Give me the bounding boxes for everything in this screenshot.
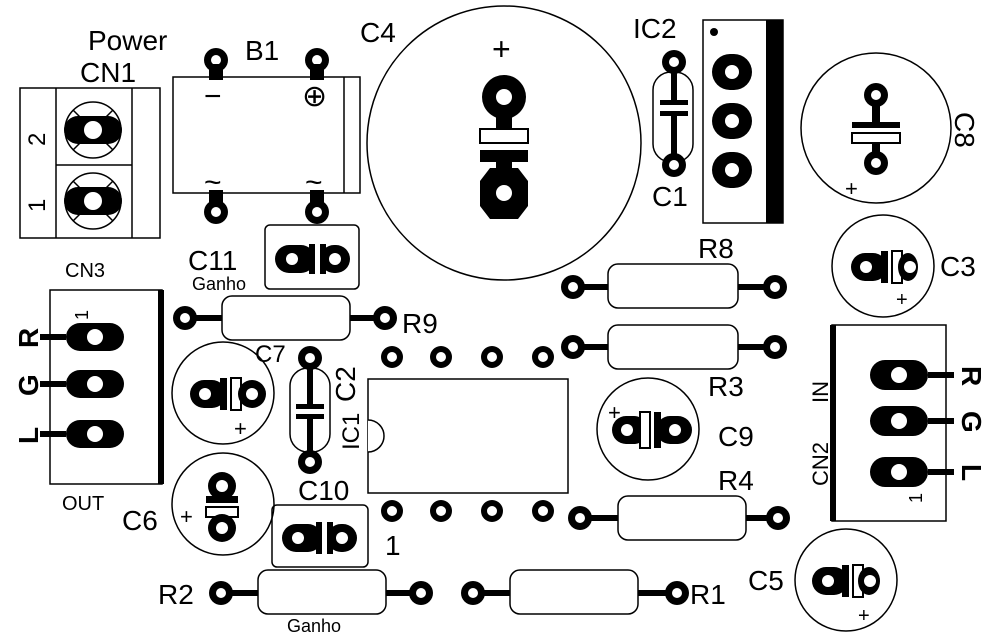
- c6-label: C6: [122, 505, 158, 536]
- r4-resistor: [568, 495, 790, 541]
- c7-electrolytic-capacitor: [171, 341, 275, 445]
- c3-electrolytic-capacitor: [831, 214, 935, 318]
- cn1-pin2-label: 2: [24, 133, 51, 146]
- c2-label: C2: [330, 366, 361, 402]
- ic1-dip8-chip: [367, 346, 569, 522]
- b1-minus-label: −: [204, 80, 222, 113]
- c2-ceramic-capacitor: [289, 346, 331, 474]
- ic2-voltage-regulator: [702, 19, 784, 224]
- ganho-bottom-label: Ganho: [287, 616, 341, 636]
- ic2-label: IC2: [633, 13, 677, 44]
- c8-label: C8: [949, 112, 980, 148]
- c7-label: C7: [255, 341, 286, 368]
- r3-resistor: [561, 324, 787, 370]
- b1-label: B1: [245, 35, 279, 66]
- cn2-g-label: G: [956, 411, 987, 433]
- cn3-label: CN3: [65, 260, 105, 282]
- ic1-pin1-label: 1: [385, 530, 401, 561]
- power-label: Power: [88, 25, 167, 56]
- b1-bridge-rectifier: [172, 48, 361, 224]
- c11-label: C11: [188, 245, 237, 276]
- c1-ceramic-capacitor: [652, 50, 694, 177]
- c3-label: C3: [940, 251, 976, 282]
- c4-electrolytic-capacitor: [366, 5, 642, 281]
- c7-plus-label: +: [234, 416, 247, 441]
- c4-label: C4: [360, 17, 396, 48]
- cn3-output-connector: [40, 289, 164, 485]
- cn2-input-connector: [830, 324, 954, 522]
- c3-plus-label: +: [896, 289, 908, 311]
- r8-resistor: [561, 263, 787, 309]
- r8-label: R8: [698, 233, 734, 264]
- cn3-r-label: R: [13, 328, 44, 348]
- cn3-g-label: G: [13, 374, 44, 396]
- c4-plus-label: +: [492, 31, 511, 67]
- cn1-label: CN1: [80, 57, 136, 88]
- r1-resistor: [461, 569, 689, 615]
- c9-label: C9: [718, 421, 754, 452]
- cn2-in-label: IN: [808, 381, 833, 403]
- cn1-power-connector: [19, 87, 161, 239]
- b1-ac2-label: ~: [305, 166, 323, 199]
- c8-electrolytic-capacitor: [800, 52, 952, 204]
- cn2-pin1-label: 1: [906, 493, 926, 503]
- r3-label: R3: [708, 371, 744, 402]
- r2-label: R2: [158, 579, 194, 610]
- out-label: OUT: [62, 493, 104, 515]
- r4-label: R4: [718, 465, 754, 496]
- c5-label: C5: [748, 565, 784, 596]
- c6-plus-label: +: [180, 504, 193, 529]
- c10-trimmer-capacitor: [271, 504, 369, 568]
- r9-label: R9: [402, 308, 438, 339]
- c5-plus-label: +: [858, 605, 870, 627]
- b1-plus-label: ⊕: [302, 80, 327, 113]
- c6-electrolytic-capacitor: [171, 452, 275, 556]
- cn2-r-label: R: [956, 366, 987, 386]
- ic1-label: IC1: [338, 413, 365, 450]
- cn2-l-label: L: [956, 464, 987, 481]
- c8-plus-label: +: [845, 176, 858, 201]
- r2-resistor: [209, 569, 433, 615]
- c9-electrolytic-capacitor: [596, 377, 700, 481]
- c10-label: C10: [298, 475, 349, 506]
- cn2-label: CN2: [808, 442, 833, 486]
- cn3-l-label: L: [13, 427, 44, 444]
- r1-label: R1: [690, 579, 726, 610]
- c11-trimmer-capacitor: [264, 224, 360, 290]
- c5-electrolytic-capacitor: [794, 528, 898, 632]
- c9-plus-label: +: [608, 400, 621, 425]
- cn1-pin1-label: 1: [24, 199, 51, 212]
- b1-ac1-label: ~: [204, 166, 222, 199]
- ganho-top-label: Ganho: [192, 274, 246, 294]
- r9-resistor: [173, 295, 397, 341]
- c1-label: C1: [652, 181, 688, 212]
- cn3-pin1-label: 1: [72, 310, 92, 320]
